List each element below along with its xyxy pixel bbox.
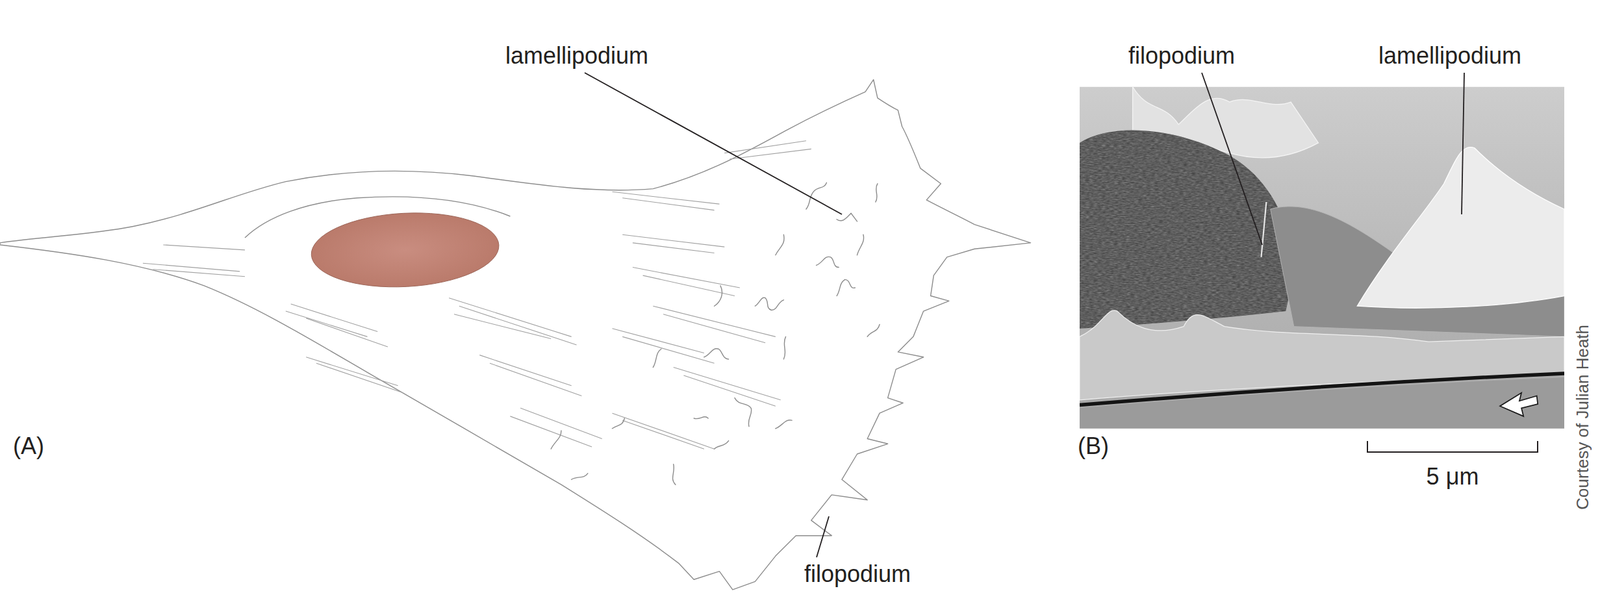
part-label: filopodium bbox=[804, 561, 911, 588]
lamellipodium-ruffles bbox=[550, 182, 880, 485]
stress-fibers bbox=[142, 140, 812, 449]
leader-lines bbox=[584, 72, 1465, 558]
part-label: lamellipodium bbox=[505, 42, 649, 69]
cell-body-texture bbox=[1079, 120, 1300, 331]
part-label: lamellipodium bbox=[1378, 42, 1522, 69]
cell-outline bbox=[0, 79, 1031, 590]
filopodium-spike bbox=[1261, 202, 1267, 258]
cell-drawing bbox=[0, 79, 1031, 590]
drawing-scaled bbox=[0, 79, 1565, 590]
lamellipodium-sheet bbox=[1357, 147, 1565, 309]
panel-label: (B) bbox=[1077, 433, 1109, 460]
scale-label: 5 μm bbox=[1426, 463, 1480, 490]
part-label: filopodium bbox=[1128, 42, 1235, 69]
leader-line bbox=[816, 516, 829, 558]
nucleus bbox=[309, 208, 501, 292]
panel-label: (A) bbox=[12, 433, 45, 460]
leader-line bbox=[1201, 72, 1263, 245]
scale-bar bbox=[1367, 441, 1538, 453]
micrograph bbox=[1079, 87, 1565, 429]
leader-line bbox=[1461, 72, 1465, 215]
direction-arrow bbox=[1499, 393, 1538, 417]
credit-note: Courtesy of Julian Heath bbox=[1573, 324, 1593, 510]
leader-line bbox=[584, 72, 842, 215]
micrograph-background bbox=[1079, 87, 1565, 429]
shadow-edge bbox=[1079, 373, 1565, 406]
